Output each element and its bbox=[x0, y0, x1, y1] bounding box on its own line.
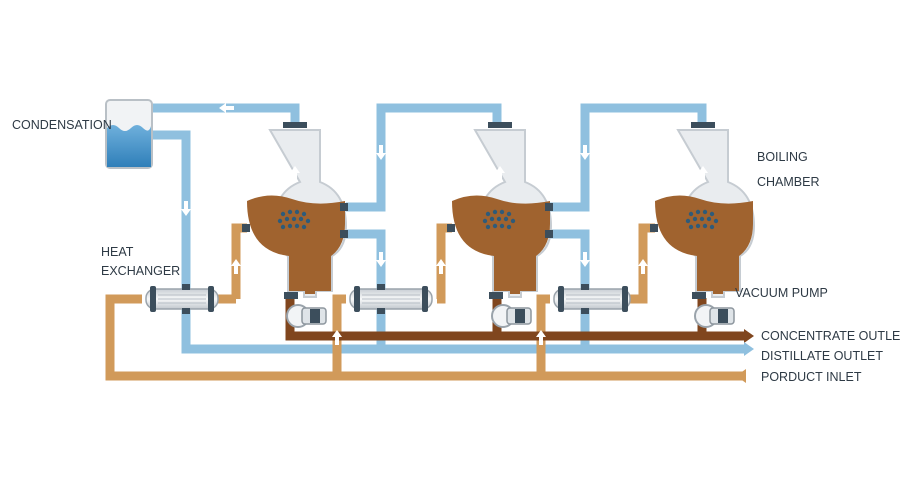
arrow-icon bbox=[495, 166, 505, 180]
condensation-label: CONDENSATION bbox=[12, 118, 112, 132]
arrow-icon bbox=[290, 166, 300, 180]
product-inlet-label: PORDUCT INLET bbox=[761, 370, 862, 384]
distillate-main-line bbox=[152, 130, 744, 354]
boiling-chamber-label-line2: CHAMBER bbox=[757, 175, 820, 189]
vacuum-pump-label: VACUUM PUMP bbox=[735, 286, 828, 300]
arrow-icon bbox=[638, 259, 648, 274]
pump-icon bbox=[286, 304, 327, 328]
boiling-chamber-label-line1: BOILING bbox=[757, 150, 808, 164]
bubbles-icon bbox=[277, 209, 311, 230]
arrow-icon bbox=[580, 252, 590, 267]
heat-exchanger-label-line2: EXCHANGER bbox=[101, 264, 180, 278]
vapor-line-3 bbox=[550, 103, 707, 212]
heat-exchanger-label-line1: HEAT bbox=[101, 245, 134, 259]
flow-arrows bbox=[181, 103, 648, 345]
heat-exchanger-2 bbox=[349, 284, 433, 314]
arrow-icon bbox=[332, 330, 342, 345]
bubbles-icon bbox=[685, 209, 719, 230]
heat-exchanger-1 bbox=[145, 284, 219, 314]
arrow-icon bbox=[219, 103, 234, 113]
condenser-tank bbox=[105, 99, 153, 169]
boiling-chamber-3 bbox=[650, 122, 756, 299]
outlet-arrowheads bbox=[736, 329, 754, 383]
arrow-icon bbox=[436, 259, 446, 274]
arrow-icon bbox=[376, 252, 386, 267]
pump-icon bbox=[694, 304, 735, 328]
concentrate-outlet-label: CONCENTRATE OUTLET bbox=[761, 329, 900, 343]
arrow-icon bbox=[231, 259, 241, 274]
arrow-icon bbox=[376, 145, 386, 160]
distillate-outlet-label: DISTILLATE OUTLET bbox=[761, 349, 883, 363]
inlet-branch-3 bbox=[536, 294, 550, 376]
vapor-line-2 bbox=[346, 103, 502, 212]
inlet-arrow-icon bbox=[736, 369, 746, 383]
boiling-chamber-1 bbox=[242, 122, 348, 299]
arrow-icon bbox=[536, 330, 546, 345]
pump-icon bbox=[491, 304, 532, 328]
distillate-pipes bbox=[152, 103, 744, 354]
boiling-chamber-2 bbox=[447, 122, 553, 299]
arrow-icon bbox=[698, 166, 708, 180]
distillate-arrow-icon bbox=[744, 342, 754, 356]
vapor-line-1 bbox=[152, 103, 300, 128]
inlet-branch-2 bbox=[332, 294, 346, 376]
concentrate-arrow-icon bbox=[744, 329, 754, 343]
arrow-icon bbox=[580, 145, 590, 160]
heat-exchanger-3 bbox=[553, 284, 631, 314]
product-inlet-line bbox=[105, 294, 744, 381]
arrow-icon bbox=[181, 201, 191, 216]
bubbles-icon bbox=[482, 209, 516, 230]
